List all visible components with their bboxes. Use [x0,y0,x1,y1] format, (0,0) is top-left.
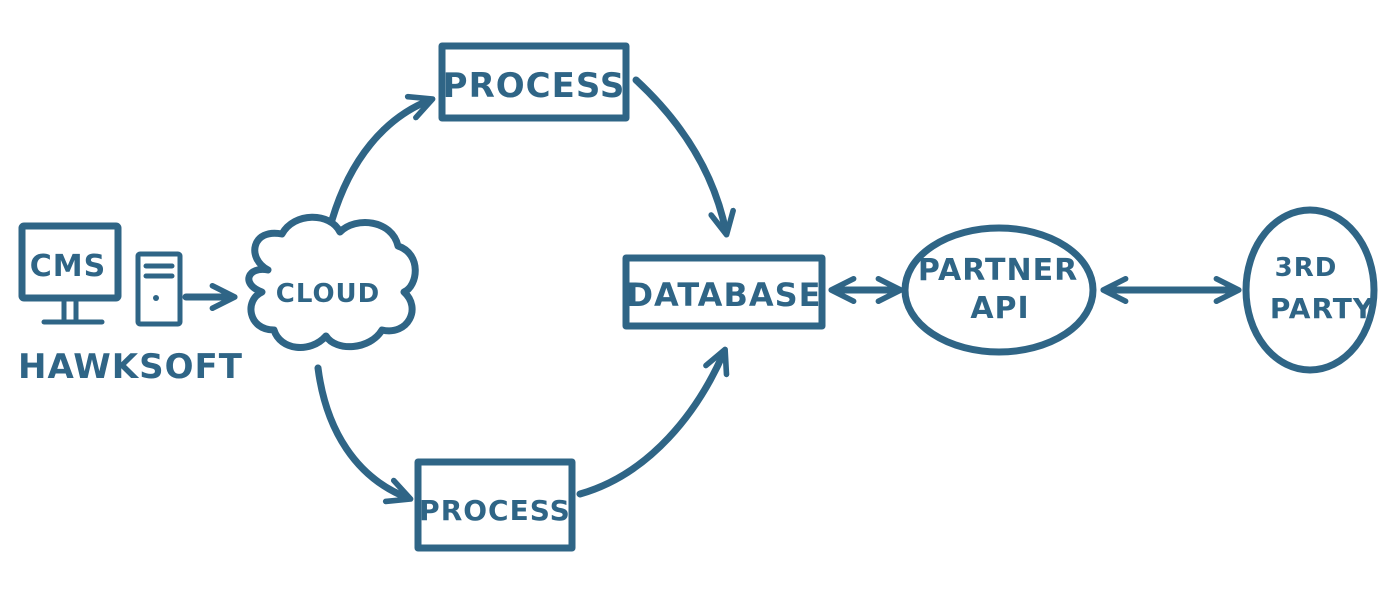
partner-api-label-line1: PARTNER [918,253,1078,288]
partner-api-node: PARTNER API [901,224,1097,356]
partner-api-label-line2: API [970,291,1029,326]
monitor-icon: CMS [18,222,122,325]
cloud-label: CLOUD [276,279,381,309]
third-party-node: 3RD PARTY [1242,206,1378,374]
cms-label: CMS [30,249,106,284]
arrow-cloud-to-process-top [328,93,436,224]
process-bottom-label: PROCESS [419,494,571,527]
cloud-shape: CLOUD [245,213,419,351]
third-party-label-line1: 3RD [1275,253,1338,283]
process-top-node: PROCESS [438,42,630,122]
database-label: DATABASE [626,276,821,314]
server-tower-icon [135,251,183,327]
arrow-process-bottom-to-database [576,346,730,498]
third-party-label-line2: PARTY [1270,292,1374,325]
arrow-cloud-to-process-bottom [314,364,414,505]
hawksoft-label: HAWKSOFT [18,347,243,387]
arrow-process-top-to-database [632,76,736,238]
process-top-label: PROCESS [443,66,626,106]
database-node: DATABASE [622,254,826,330]
process-bottom-node: PROCESS [414,458,576,552]
